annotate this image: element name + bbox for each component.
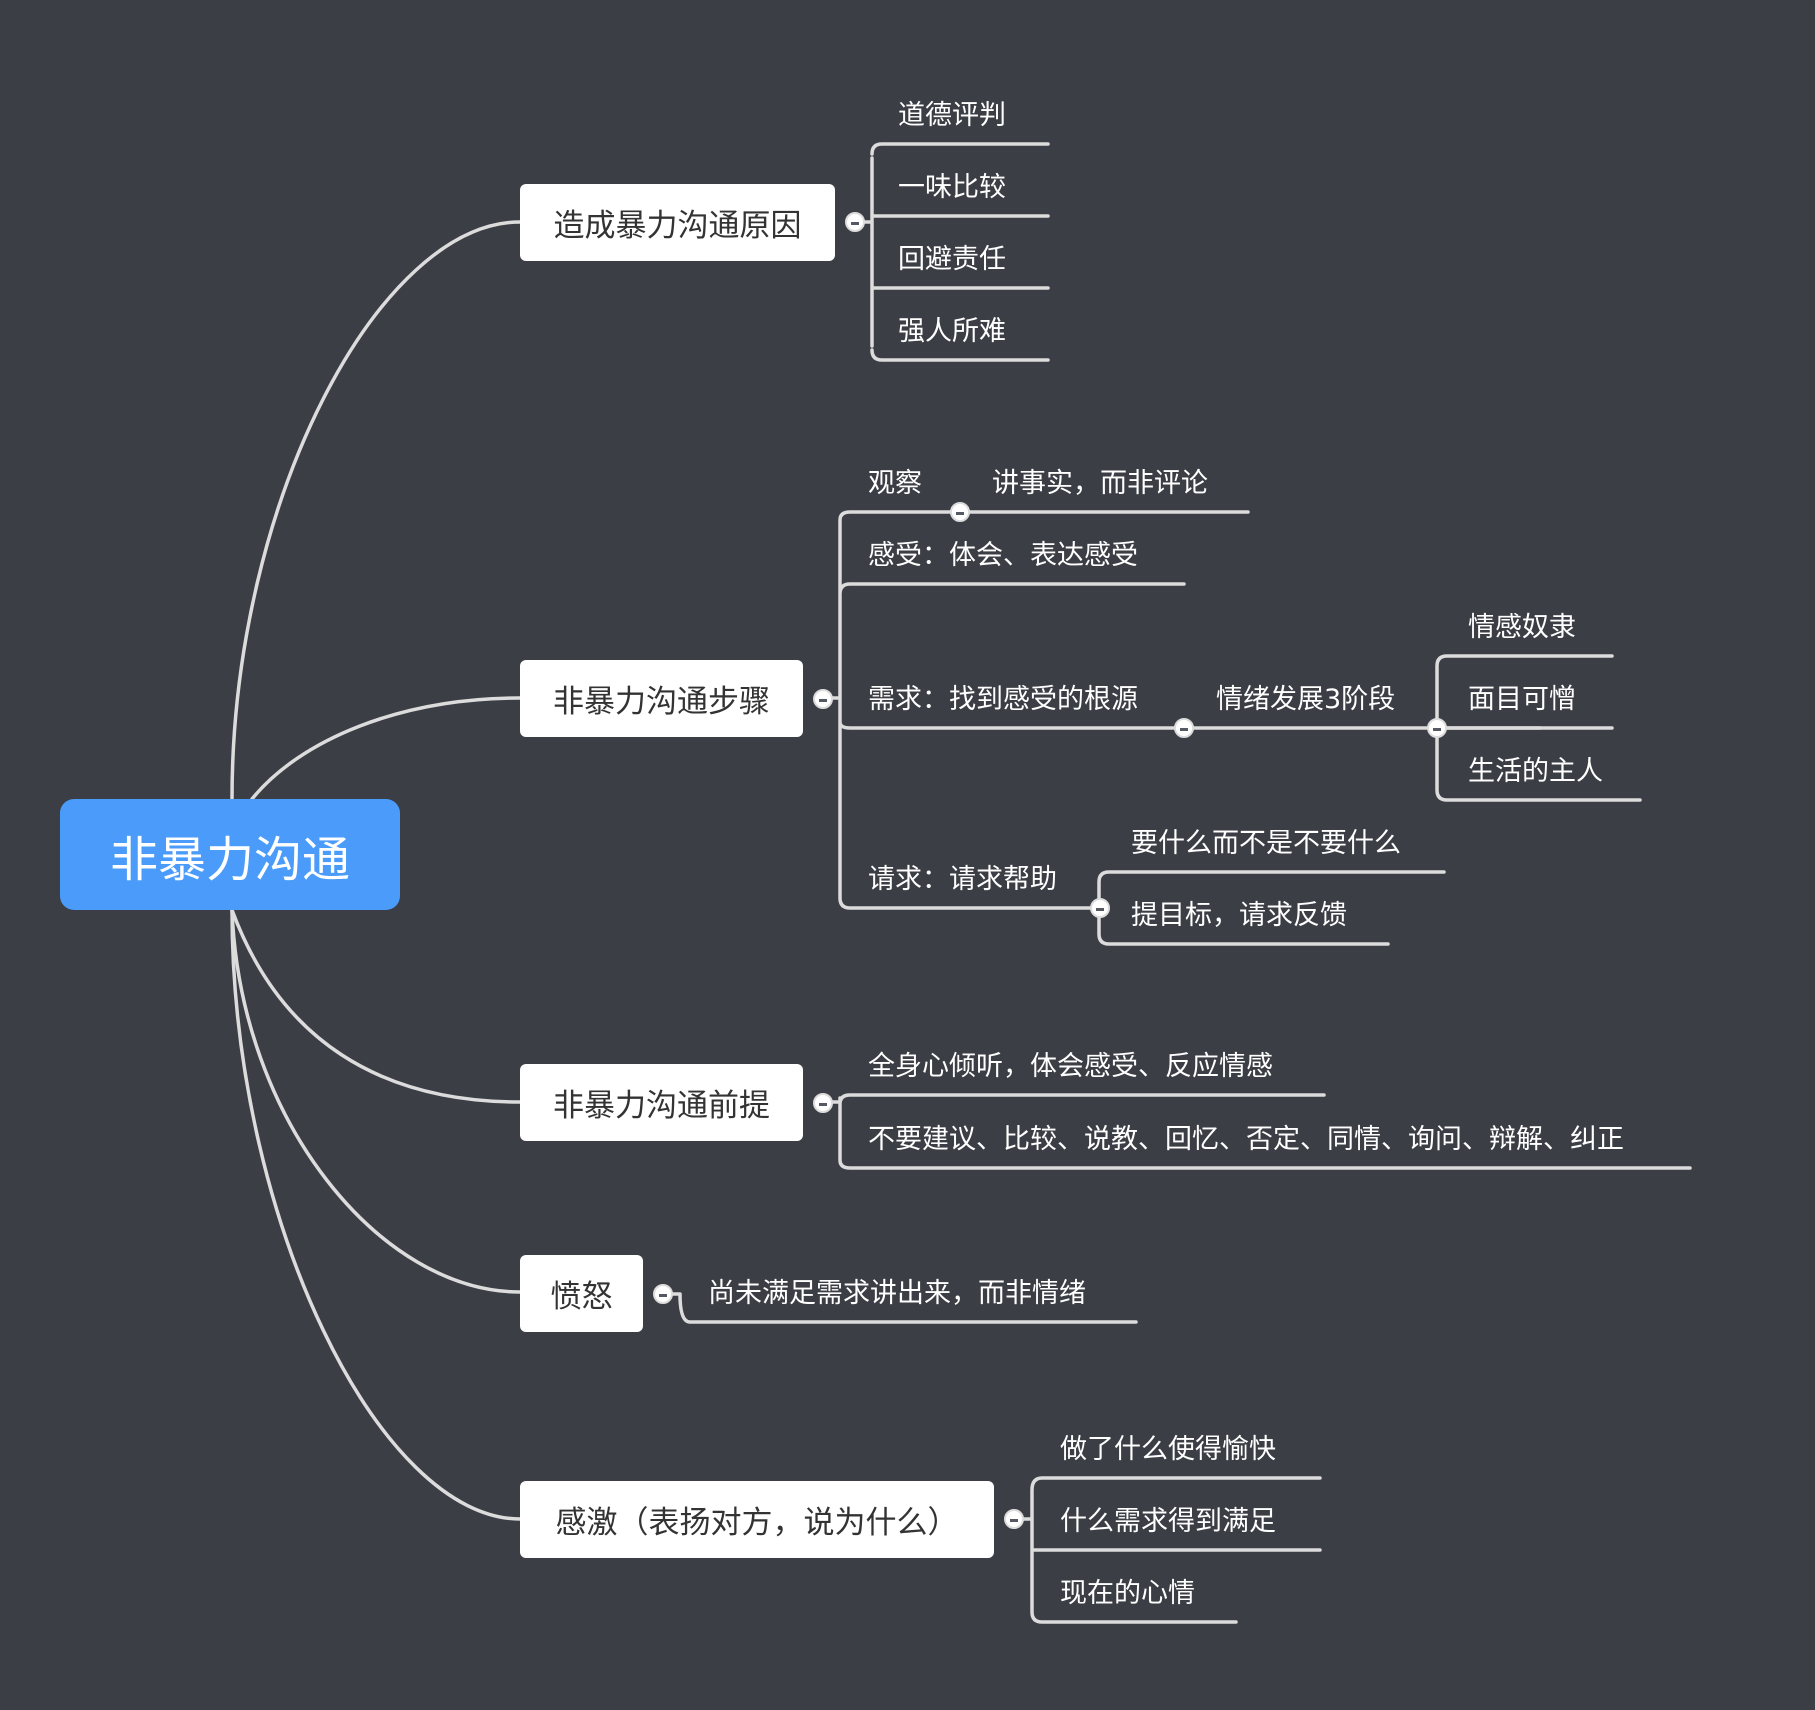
leaf-node[interactable]: 讲事实，而非评论	[992, 468, 1208, 499]
step-request[interactable]: 请求：请求帮助	[868, 864, 1057, 895]
collapse-toggle-need[interactable]	[1174, 718, 1194, 738]
connector-root-b2	[250, 696, 522, 801]
branch-node-gratitude[interactable]: 感激（表扬对方，说为什么）	[520, 1481, 994, 1558]
leaf-node[interactable]: 不要建议、比较、说教、回忆、否定、同情、询问、辩解、纠正	[868, 1124, 1624, 1155]
collapse-toggle-b5[interactable]	[1004, 1509, 1024, 1529]
connector-b4-children	[661, 1292, 1138, 1324]
leaf-node[interactable]: 做了什么使得愉快	[1060, 1434, 1276, 1465]
leaf-node[interactable]: 提目标，请求反馈	[1131, 900, 1347, 931]
leaf-node[interactable]: 全身心倾听，体会感受、反应情感	[868, 1051, 1273, 1082]
emotion-stages-node[interactable]: 情绪发展3阶段	[1216, 684, 1396, 715]
leaf-node[interactable]: 一味比较	[898, 172, 1006, 203]
connector-root-b4	[230, 908, 522, 1294]
collapse-toggle-emotion[interactable]	[1427, 718, 1447, 738]
collapse-toggle-request[interactable]	[1090, 898, 1110, 918]
leaf-node[interactable]: 道德评判	[898, 100, 1006, 131]
collapse-toggle-b3[interactable]	[813, 1093, 833, 1113]
step-observe[interactable]: 观察	[868, 468, 922, 499]
branch-node-premise[interactable]: 非暴力沟通前提	[520, 1064, 803, 1141]
branch-node-anger[interactable]: 愤怒	[520, 1255, 643, 1332]
connector-root-b3	[230, 908, 522, 1104]
collapse-toggle-b4[interactable]	[653, 1284, 673, 1304]
leaf-node[interactable]: 情感奴隶	[1468, 612, 1576, 643]
leaf-node[interactable]: 尚未满足需求讲出来，而非情绪	[708, 1278, 1086, 1309]
connector-request-children	[1097, 870, 1446, 946]
collapse-toggle-b2[interactable]	[813, 689, 833, 709]
leaf-node[interactable]: 生活的主人	[1468, 756, 1603, 787]
leaf-node[interactable]: 回避责任	[898, 244, 1006, 275]
leaf-node[interactable]: 要什么而不是不要什么	[1131, 828, 1401, 859]
step-feel[interactable]: 感受：体会、表达感受	[868, 540, 1138, 571]
leaf-node[interactable]: 强人所难	[898, 316, 1006, 347]
connector-root-b1	[230, 220, 522, 801]
leaf-node[interactable]: 什么需求得到满足	[1060, 1506, 1276, 1537]
collapse-toggle-observe[interactable]	[950, 502, 970, 522]
root-node[interactable]: 非暴力沟通	[60, 799, 400, 910]
leaf-node[interactable]: 现在的心情	[1060, 1578, 1195, 1609]
collapse-toggle-b1[interactable]	[845, 212, 865, 232]
connector-emotion-children	[1435, 654, 1642, 802]
connector-root-b5	[230, 908, 522, 1521]
step-need[interactable]: 需求：找到感受的根源	[868, 684, 1138, 715]
branch-node-steps[interactable]: 非暴力沟通步骤	[520, 660, 803, 737]
leaf-node[interactable]: 面目可憎	[1468, 684, 1576, 715]
branch-node-causes[interactable]: 造成暴力沟通原因	[520, 184, 835, 261]
